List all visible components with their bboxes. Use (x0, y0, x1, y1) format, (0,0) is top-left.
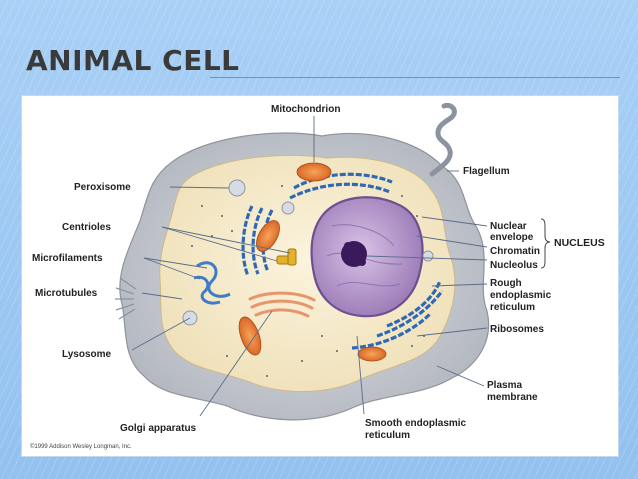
title-divider (210, 77, 620, 78)
label-golgi-apparatus: Golgi apparatus (120, 423, 197, 434)
flagellum (429, 103, 457, 177)
label-microtubules: Microtubules (35, 288, 98, 299)
nucleus (310, 196, 424, 318)
label-ribosomes: Ribosomes (490, 324, 544, 335)
label-peroxisome: Peroxisome (74, 182, 131, 193)
label-smooth-er-2: reticulum (365, 430, 410, 441)
mitochondria (238, 162, 387, 362)
leader-lines (131, 116, 488, 417)
cell-surface-cilia (115, 277, 137, 320)
label-flagellum: Flagellum (463, 166, 510, 177)
nucleus-bracket (540, 218, 551, 269)
cell-diagram-panel: Mitochondrion Flagellum Peroxisome Centr… (22, 96, 618, 456)
label-centrioles: Centrioles (62, 222, 111, 233)
label-smooth-er-1: Smooth endoplasmic (365, 418, 467, 429)
label-nuclear-envelope-1: Nuclear (490, 221, 527, 232)
label-microfilaments: Microfilaments (32, 253, 103, 264)
slide-title: ANIMAL CELL (26, 44, 240, 77)
label-rough-er-1: Rough (490, 278, 522, 289)
label-nucleolus: Nucleolus (490, 260, 538, 271)
label-plasma-membrane-1: Plasma (487, 380, 522, 391)
rough-endoplasmic-reticulum (241, 172, 444, 350)
ribosomes (191, 185, 425, 377)
smooth-endoplasmic-reticulum (193, 261, 231, 305)
copyright-notice: ©1999 Addison Wesley Longman, Inc. (30, 443, 132, 450)
label-rough-er-2: endoplasmic (490, 290, 552, 301)
label-nuclear-envelope-2: envelope (490, 232, 534, 243)
label-mitochondrion: Mitochondrion (271, 104, 340, 115)
label-rough-er-3: reticulum (490, 302, 535, 313)
label-lysosome: Lysosome (62, 349, 112, 360)
peroxisome (228, 179, 246, 197)
animal-cell-diagram: Mitochondrion Flagellum Peroxisome Centr… (30, 103, 605, 450)
golgi-apparatus (248, 291, 316, 318)
label-chromatin: Chromatin (490, 246, 540, 257)
label-nucleus-group: NUCLEUS (554, 237, 605, 249)
label-plasma-membrane-2: membrane (487, 392, 538, 403)
